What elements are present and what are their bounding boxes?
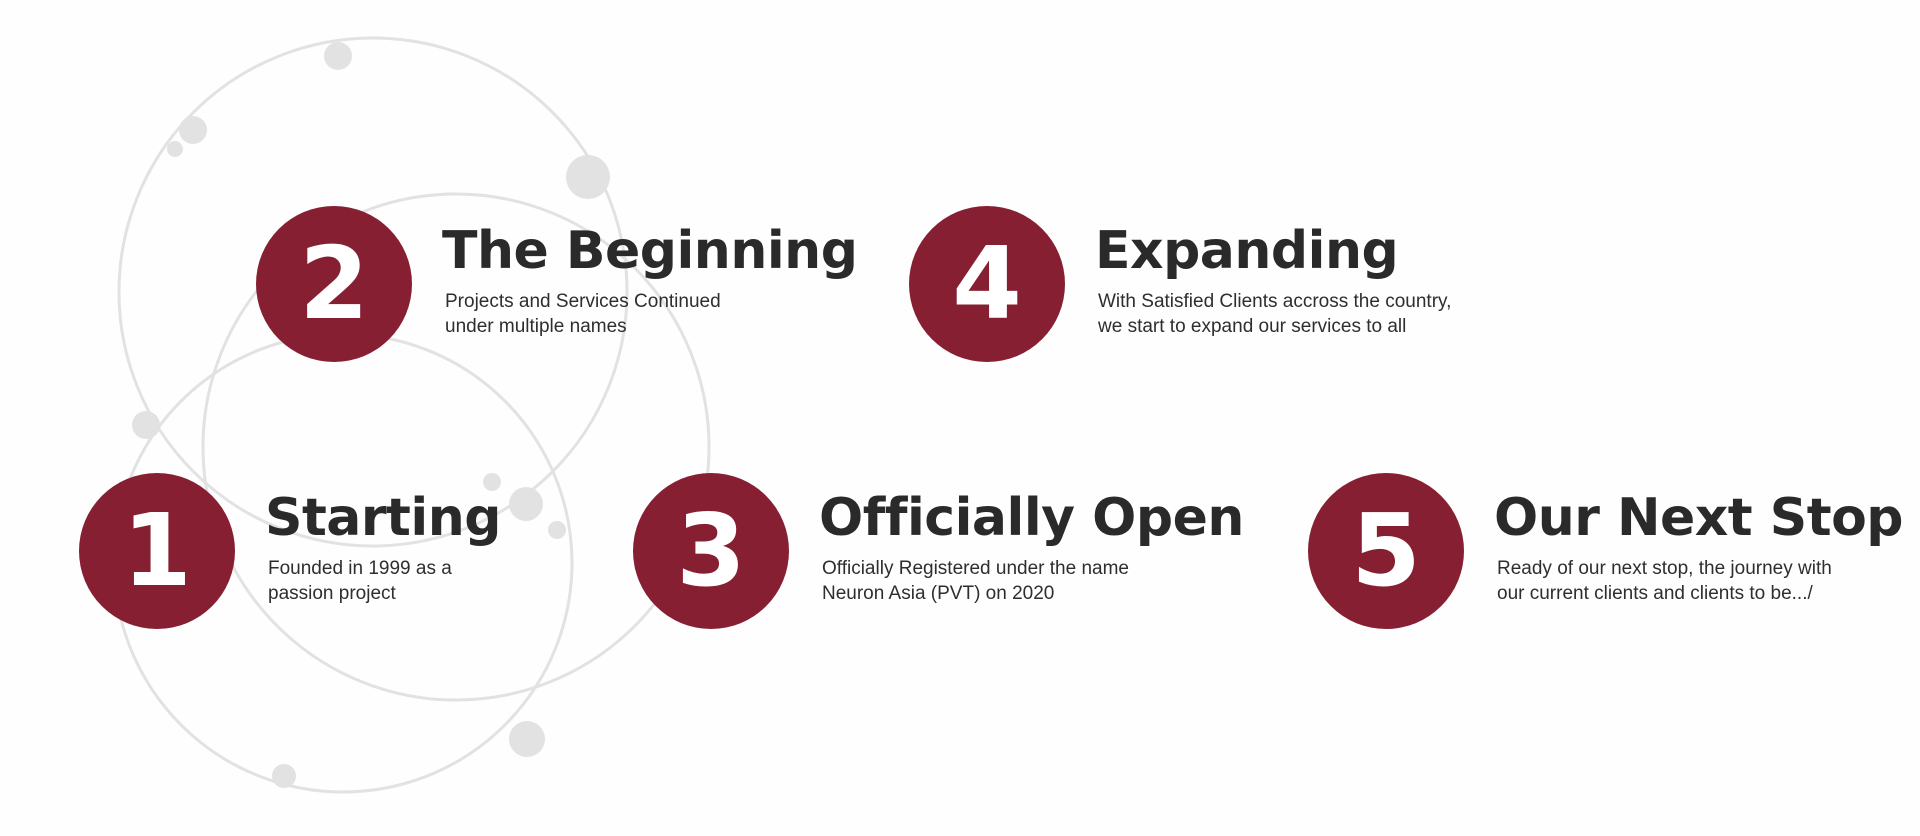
timeline-step-5: 5 Our Next Stop Ready of our next stop, …	[1308, 473, 1904, 629]
step-number-badge: 1	[79, 473, 235, 629]
step-description-line: Founded in 1999 as a	[268, 557, 452, 579]
step-description-line: passion project	[268, 582, 396, 604]
orbit-dot	[167, 141, 183, 157]
orbit-dot	[132, 411, 160, 439]
timeline-step-4: 4 Expanding With Satisfied Clients accro…	[909, 206, 1451, 362]
step-description-line: our current clients and clients to be...…	[1497, 582, 1813, 604]
step-number: 5	[1351, 492, 1421, 609]
step-text: Officially Open Officially Registered un…	[819, 490, 1244, 605]
orbit-dot	[179, 116, 207, 144]
step-description: Projects and Services Continued under mu…	[445, 289, 857, 339]
step-title: Our Next Stop	[1494, 488, 1904, 549]
step-description-line: Ready of our next stop, the journey with	[1497, 557, 1832, 579]
step-description: Ready of our next stop, the journey with…	[1497, 556, 1903, 606]
step-description-line: Officially Registered under the name	[822, 557, 1129, 579]
orbit-ring	[201, 192, 711, 702]
step-text: Expanding With Satisfied Clients accross…	[1095, 223, 1451, 338]
timeline-step-3: 3 Officially Open Officially Registered …	[633, 473, 1244, 629]
step-text: Starting Founded in 1999 as a passion pr…	[265, 490, 501, 605]
orbit-ring	[117, 36, 629, 548]
orbit-dot	[548, 521, 566, 539]
orbit-dot	[566, 155, 610, 199]
orbit-dot	[509, 487, 543, 521]
step-number: 1	[122, 492, 192, 609]
step-description-line: under multiple names	[445, 315, 627, 337]
orbit-dot	[483, 473, 501, 491]
step-number-badge: 3	[633, 473, 789, 629]
step-title: Expanding	[1095, 221, 1399, 282]
step-number: 3	[676, 492, 746, 609]
step-description-line: Neuron Asia (PVT) on 2020	[822, 582, 1055, 604]
step-title: Starting	[265, 488, 501, 549]
step-description: With Satisfied Clients accross the count…	[1098, 289, 1451, 339]
timeline-step-2: 2 The Beginning Projects and Services Co…	[256, 206, 858, 362]
step-title: The Beginning	[442, 221, 858, 282]
orbit-dot	[324, 42, 352, 70]
step-number-badge: 2	[256, 206, 412, 362]
timeline-step-1: 1 Starting Founded in 1999 as a passion …	[79, 473, 501, 629]
step-description-line: we start to expand our services to all	[1098, 315, 1407, 337]
step-number-badge: 5	[1308, 473, 1464, 629]
step-description-line: With Satisfied Clients accross the count…	[1098, 290, 1452, 312]
step-title: Officially Open	[819, 488, 1244, 549]
step-description: Founded in 1999 as a passion project	[268, 556, 501, 606]
step-number-badge: 4	[909, 206, 1065, 362]
orbit-dot	[272, 764, 296, 788]
step-text: The Beginning Projects and Services Cont…	[442, 221, 858, 339]
step-text: Our Next Stop Ready of our next stop, th…	[1494, 488, 1904, 606]
step-number: 2	[299, 225, 369, 342]
step-description: Officially Registered under the name Neu…	[822, 556, 1244, 606]
orbit-dot	[509, 721, 545, 757]
step-description-line: Projects and Services Continued	[445, 290, 721, 312]
step-number: 4	[952, 225, 1022, 342]
